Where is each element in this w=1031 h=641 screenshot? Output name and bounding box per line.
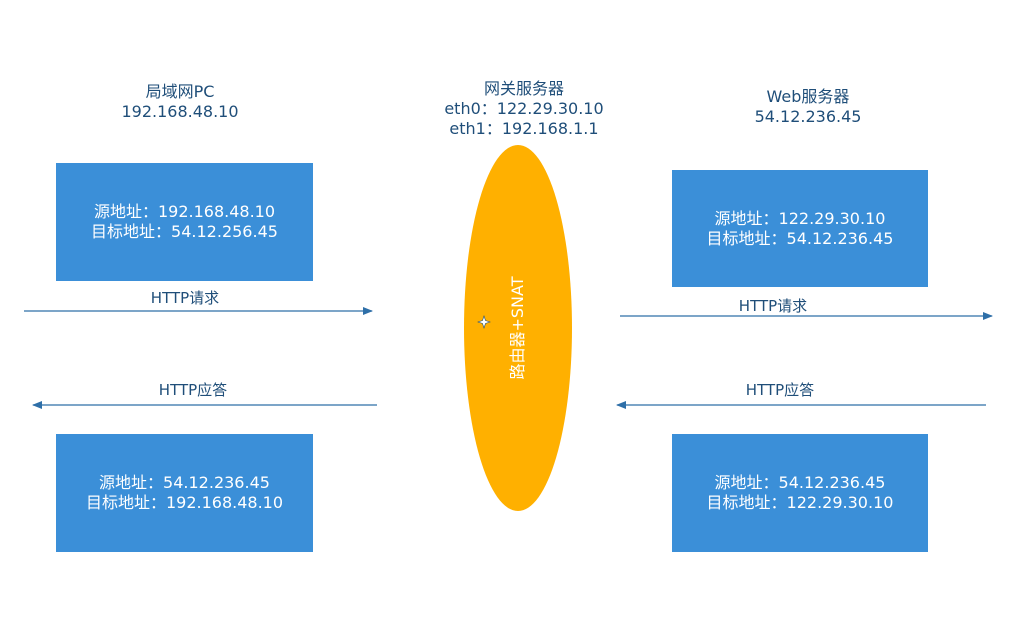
lan-pc-label: 局域网PC 192.168.48.10: [110, 82, 250, 122]
right-request-src: 源地址：122.29.30.10: [714, 208, 886, 228]
web-server-label: Web服务器 54.12.236.45: [738, 87, 878, 127]
left-response-src: 源地址：54.12.236.45: [99, 473, 270, 492]
gateway-eth1: eth1：192.168.1.1: [449, 119, 599, 138]
left-response-label: HTTP应答: [158, 381, 228, 399]
right-request-label: HTTP请求: [738, 297, 808, 315]
right-request-packet-box: 源地址：122.29.30.10 目标地址：54.12.236.45: [672, 170, 928, 287]
left-response-dst: 目标地址：192.168.48.10: [85, 493, 284, 512]
gateway-ellipse-label: 路由器+SNAT: [508, 276, 527, 380]
gateway-eth0: eth0：122.29.30.10: [444, 99, 604, 118]
gateway-title: 网关服务器: [483, 79, 564, 98]
left-request-dst: 目标地址：54.12.256.45: [91, 222, 278, 241]
right-response-packet-box: 源地址：54.12.236.45 目标地址：122.29.30.10: [672, 434, 928, 552]
left-response-packet-box: 源地址：54.12.236.45 目标地址：192.168.48.10: [56, 434, 313, 552]
gateway-label: 网关服务器 eth0：122.29.30.10 eth1：192.168.1.1: [434, 79, 614, 139]
lan-pc-ip: 192.168.48.10: [121, 102, 239, 121]
right-response-label: HTTP应答: [745, 381, 815, 399]
left-request-label: HTTP请求: [150, 289, 220, 307]
gateway-router-ellipse: [464, 145, 572, 511]
right-response-src: 源地址：54.12.236.45: [714, 473, 886, 492]
web-server-ip: 54.12.236.45: [754, 107, 862, 126]
left-request-src: 源地址：192.168.48.10: [93, 202, 276, 221]
right-response-dst: 目标地址：122.29.30.10: [706, 493, 894, 512]
web-server-title: Web服务器: [766, 87, 850, 106]
right-request-dst: 目标地址：54.12.236.45: [706, 228, 894, 248]
left-request-packet-box: 源地址：192.168.48.10 目标地址：54.12.256.45: [56, 163, 313, 281]
sparkle-icon: [477, 315, 491, 329]
lan-pc-title: 局域网PC: [145, 82, 215, 101]
